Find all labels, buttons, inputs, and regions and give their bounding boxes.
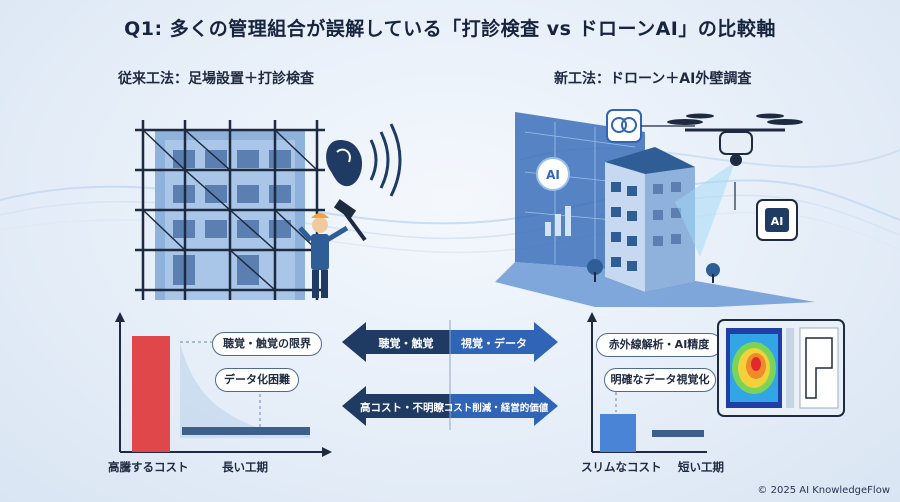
ai-badge-text: AI	[546, 168, 560, 182]
left-heading: 従来工法：足場設置＋打診検査	[118, 71, 314, 87]
page-title: Q1: 多くの管理組合が誤解している「打診検査 vs ドローンAI」の比較軸	[124, 18, 776, 40]
left-x-label-cost: 高騰するコスト	[108, 460, 189, 474]
right-x-label-period: 短い工期	[678, 460, 724, 474]
old-cost-bar	[132, 336, 170, 452]
left-x-label-period: 長い工期	[222, 460, 268, 474]
arrow-visual-text: 視覚・データ	[460, 336, 527, 350]
arrow-high-cost-text: 高コスト・不明瞭	[360, 401, 444, 414]
right-cost-chart	[587, 312, 707, 453]
ai-chip-text: AI	[771, 215, 784, 228]
center-comparison-arrows: 聴覚・触覚 視覚・データ 高コスト・不明瞭 コスト削減・経営的価値	[342, 320, 558, 430]
arrow-cost-reduction-text: コスト削減・経営的価値	[444, 402, 549, 414]
left-cost-chart	[115, 312, 332, 457]
old-duration-bar	[182, 427, 310, 435]
brain-icon	[606, 109, 642, 143]
arrow-hearing-text: 聴覚・触覚	[379, 336, 434, 350]
right-x-label-cost: スリムなコスト	[581, 460, 662, 474]
ai-chip-icon: AI	[734, 182, 798, 241]
right-heading: 新工法：ドローン＋AI外壁調査	[554, 71, 752, 87]
pill-infrared-ai: 赤外線解析・AI精度	[596, 333, 722, 357]
pill-data-visual: 明確なデータ視覚化	[604, 368, 716, 392]
scaffold-building-illustration	[135, 120, 402, 300]
thermal-monitor-icon	[717, 319, 845, 417]
new-cost-bar	[600, 414, 636, 452]
pill-data-difficulty: データ化困難	[215, 368, 299, 392]
worker-hammer-icon	[298, 199, 367, 298]
drone-icon	[667, 113, 803, 166]
new-duration-bar	[652, 430, 704, 437]
pill-hearing-limit: 聴覚・触覚の限界	[212, 332, 322, 356]
ear-icon	[326, 123, 402, 197]
copyright: © 2025 AI KnowledgeFlow	[757, 485, 890, 496]
drone-ai-illustration: AI	[495, 109, 815, 307]
